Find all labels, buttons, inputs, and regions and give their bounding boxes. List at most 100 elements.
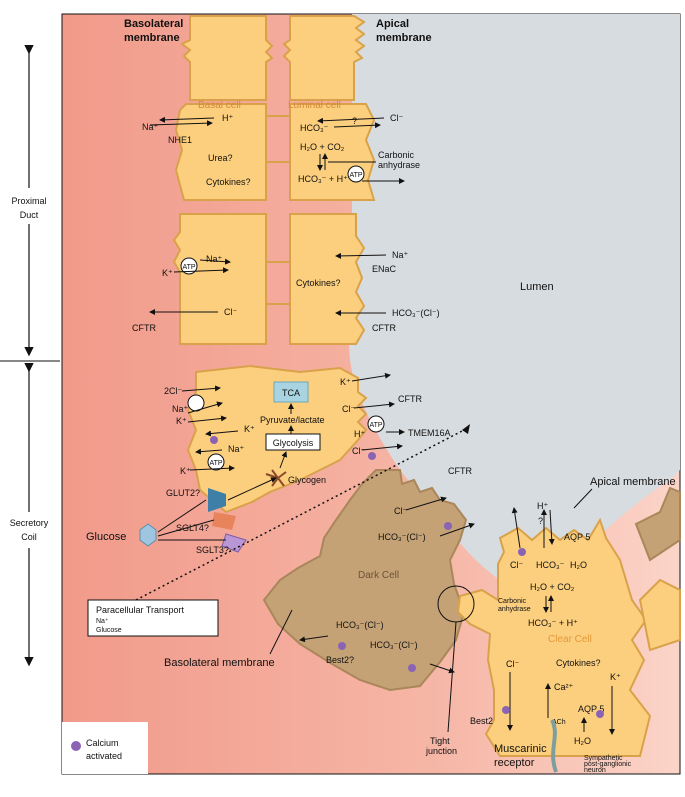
cl-lower-label: Cl⁻ xyxy=(224,307,237,317)
luminal-cell-label: Luminal cell xyxy=(288,100,341,111)
junction-label: junction xyxy=(425,746,457,756)
apical-top-label-2: membrane xyxy=(376,32,432,44)
secretory-label-bg xyxy=(2,512,56,548)
cytokines-basal-label: Cytokines? xyxy=(206,177,251,187)
k-clear-label: K⁺ xyxy=(610,672,621,682)
calcium-dot-5 xyxy=(408,664,416,672)
lumen-label: Lumen xyxy=(520,281,554,293)
calcium-dot-6 xyxy=(518,548,526,556)
basolateral-pointer xyxy=(269,609,293,655)
calcium-dot-2 xyxy=(368,452,376,460)
atp-circle-basal xyxy=(180,257,198,275)
h-apical-label: H⁺ xyxy=(354,429,365,439)
clear-h2o-co2-label: H₂O + CO₂ xyxy=(530,582,575,592)
legend-calcium-dot xyxy=(71,741,81,751)
k3-label: K⁺ xyxy=(180,466,191,476)
muscarinic-label: Muscarinic xyxy=(494,743,547,755)
sglt3-transporter xyxy=(221,533,247,553)
sglt4-label: SGLT4? xyxy=(176,523,209,533)
dark-cell-label: Dark Cell xyxy=(358,570,399,581)
proximal-label-bg xyxy=(5,188,55,224)
basolateral-top-label-2: membrane xyxy=(124,32,180,44)
secretory-label-1: Secretory xyxy=(10,518,49,528)
na-plus-label: Na⁺ xyxy=(142,122,159,132)
na-coil-label: Na⁺ xyxy=(172,404,189,414)
sympathetic-label: Sympathetic xyxy=(584,755,623,762)
atp-circle-top xyxy=(347,165,365,183)
glut2-label: GLUT2? xyxy=(166,488,200,498)
ca-label: Ca²⁺ xyxy=(554,682,574,692)
k-coil-label: K⁺ xyxy=(176,416,187,426)
glycogen-label: Glycogen xyxy=(288,475,326,485)
apical-right-label: Apical membrane xyxy=(590,476,676,488)
glycolysis-label: Glycolysis xyxy=(273,438,314,448)
na-enac-label: Na⁺ xyxy=(392,250,409,260)
na3-label: Na⁺ xyxy=(228,444,245,454)
apical-top-label-1: Apical xyxy=(376,18,409,30)
calcium-dot-3 xyxy=(444,522,452,530)
secretory-label-2: Coil xyxy=(21,532,37,542)
h2o-co2-label: H₂O + CO₂ xyxy=(300,142,345,152)
basolateral-bottom-label: Basolateral membrane xyxy=(164,657,275,669)
h2o-bottom-label: H₂O xyxy=(574,736,591,746)
proximal-label-1: Proximal xyxy=(11,196,46,206)
calcium-dot-8 xyxy=(502,706,510,714)
carbonic-label: Carbonic xyxy=(378,150,415,160)
calcium-dot-4 xyxy=(338,642,346,650)
para-na-label: Na⁺ xyxy=(96,618,109,625)
pyruvate-label: Pyruvate/lactate xyxy=(260,415,325,425)
calcium-dot-1 xyxy=(210,436,218,444)
clear-q-label: ? xyxy=(538,516,543,526)
cytokines-luminal-label: Cytokines? xyxy=(296,278,341,288)
dark-cftr-label: CFTR xyxy=(448,466,472,476)
intercellular-gap-bottom xyxy=(265,261,291,305)
tca-label: TCA xyxy=(282,388,300,398)
clear-hco3-label: HCO₃⁻ xyxy=(536,560,565,570)
lumen-area xyxy=(349,14,680,594)
tmem16a-label: TMEM16A xyxy=(408,428,451,438)
paracellular-arrowhead xyxy=(462,424,470,434)
legend-line1: Calcium xyxy=(86,738,119,748)
clear-anhydrase-label: anhydrase xyxy=(498,606,531,613)
atp-circle-apical xyxy=(367,415,385,433)
glycogen-icon xyxy=(265,469,287,487)
clear-cytokines-label: Cytokines? xyxy=(556,658,601,668)
intercellular-gap-top xyxy=(265,115,291,163)
dark-hco3-baso-label: HCO₃⁻(Cl⁻) xyxy=(336,620,384,630)
neuron-fiber xyxy=(550,719,558,773)
glucose-label: Glucose xyxy=(86,531,126,543)
receptor-label: receptor xyxy=(494,757,535,769)
clear-h2o-top-label: H₂O xyxy=(570,560,587,570)
dark-hco3-baso2-label: HCO₃⁻(Cl⁻) xyxy=(370,640,418,650)
clear-cl-label: Cl⁻ xyxy=(510,560,523,570)
neuron-label: neuron xyxy=(584,767,606,774)
luminal-cell-top xyxy=(282,15,366,101)
adjacent-clear-cell xyxy=(638,578,681,652)
hco3-label: HCO₃⁻ xyxy=(300,123,329,133)
aqp5-bottom-label: AQP 5 xyxy=(578,704,604,714)
paracellular-box xyxy=(87,599,219,637)
hco3-cl-label: HCO₃⁻(Cl⁻) xyxy=(392,308,440,318)
atp-circle-coil xyxy=(207,453,225,471)
best2q-label: Best2? xyxy=(326,655,354,665)
postganglionic-label: post-ganglionic xyxy=(584,761,632,768)
cl-minus-label: Cl⁻ xyxy=(390,113,403,123)
glucose-icon xyxy=(139,523,157,547)
proximal-label-2: Duct xyxy=(20,210,39,220)
para-title-label: Paracellular Transport xyxy=(96,605,185,615)
clear-carbonic-label: Carbonic xyxy=(498,598,527,605)
basal-cell-top xyxy=(180,15,274,101)
k2-label: K⁺ xyxy=(244,424,255,434)
sglt4-transporter xyxy=(212,512,236,530)
k-lower-label: K⁺ xyxy=(162,268,173,278)
atp-label-basal: ATP xyxy=(182,264,195,271)
hco3-h-label: HCO₃⁻ + H⁺ xyxy=(298,174,348,184)
dark-hco3-label: HCO₃⁻(Cl⁻) xyxy=(378,532,426,542)
best2-label: Best2 xyxy=(470,716,493,726)
tight-junction-pointer xyxy=(447,621,457,733)
urea-label: Urea? xyxy=(208,153,233,163)
legend-line2: activated xyxy=(86,751,122,761)
atp-label-apical: ATP xyxy=(369,422,382,429)
